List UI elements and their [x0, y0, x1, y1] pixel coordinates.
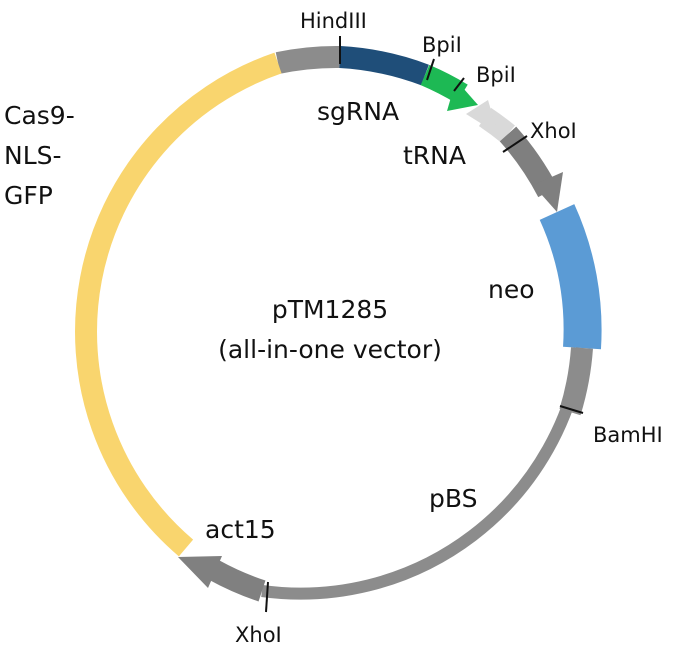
bpil-1-tick [426, 58, 435, 81]
act15-label: act15 [205, 515, 276, 544]
pbs-thick-part [559, 347, 593, 416]
bpil-cassette-arrowhead [447, 80, 478, 111]
cas9-label-line2: NLS- [4, 141, 62, 170]
pbs-label: pBS [429, 484, 477, 513]
plasmid-name: pTM1285 [272, 295, 388, 324]
bamhi-tick [559, 405, 584, 414]
hindiii-label: HindIII [300, 9, 367, 33]
neo-segment [539, 204, 602, 350]
xhoi-bottom-label: XhoI [235, 623, 282, 647]
trna-arrowhead [466, 100, 498, 134]
trna-label: tRNA [403, 141, 466, 170]
bamhi-label: BamHI [593, 423, 663, 447]
cas9-segment [75, 52, 282, 557]
pbs-segment [261, 347, 588, 600]
neo-arrowhead [533, 172, 563, 212]
backbone-left-top [275, 45, 341, 74]
bpil-2-label: BpiI [476, 63, 516, 87]
cas9-label-line3: GFP [4, 181, 53, 210]
bpil-2-tick [453, 77, 465, 92]
bpil-1-label: BpiI [422, 33, 462, 57]
xhoi-bottom-tick [265, 581, 269, 613]
sgrna-label: sgRNA [317, 97, 399, 126]
xhoi-top-label: XhoI [530, 119, 577, 143]
act15-segment [208, 560, 266, 602]
act15-arrowhead [178, 556, 222, 588]
xhoi-top-tick [502, 135, 528, 153]
sgrna-segment [339, 46, 429, 86]
neo-label: neo [488, 275, 535, 304]
plasmid-description: (all-in-one vector) [218, 335, 442, 364]
cas9-label-line1: Cas9- [4, 101, 75, 130]
